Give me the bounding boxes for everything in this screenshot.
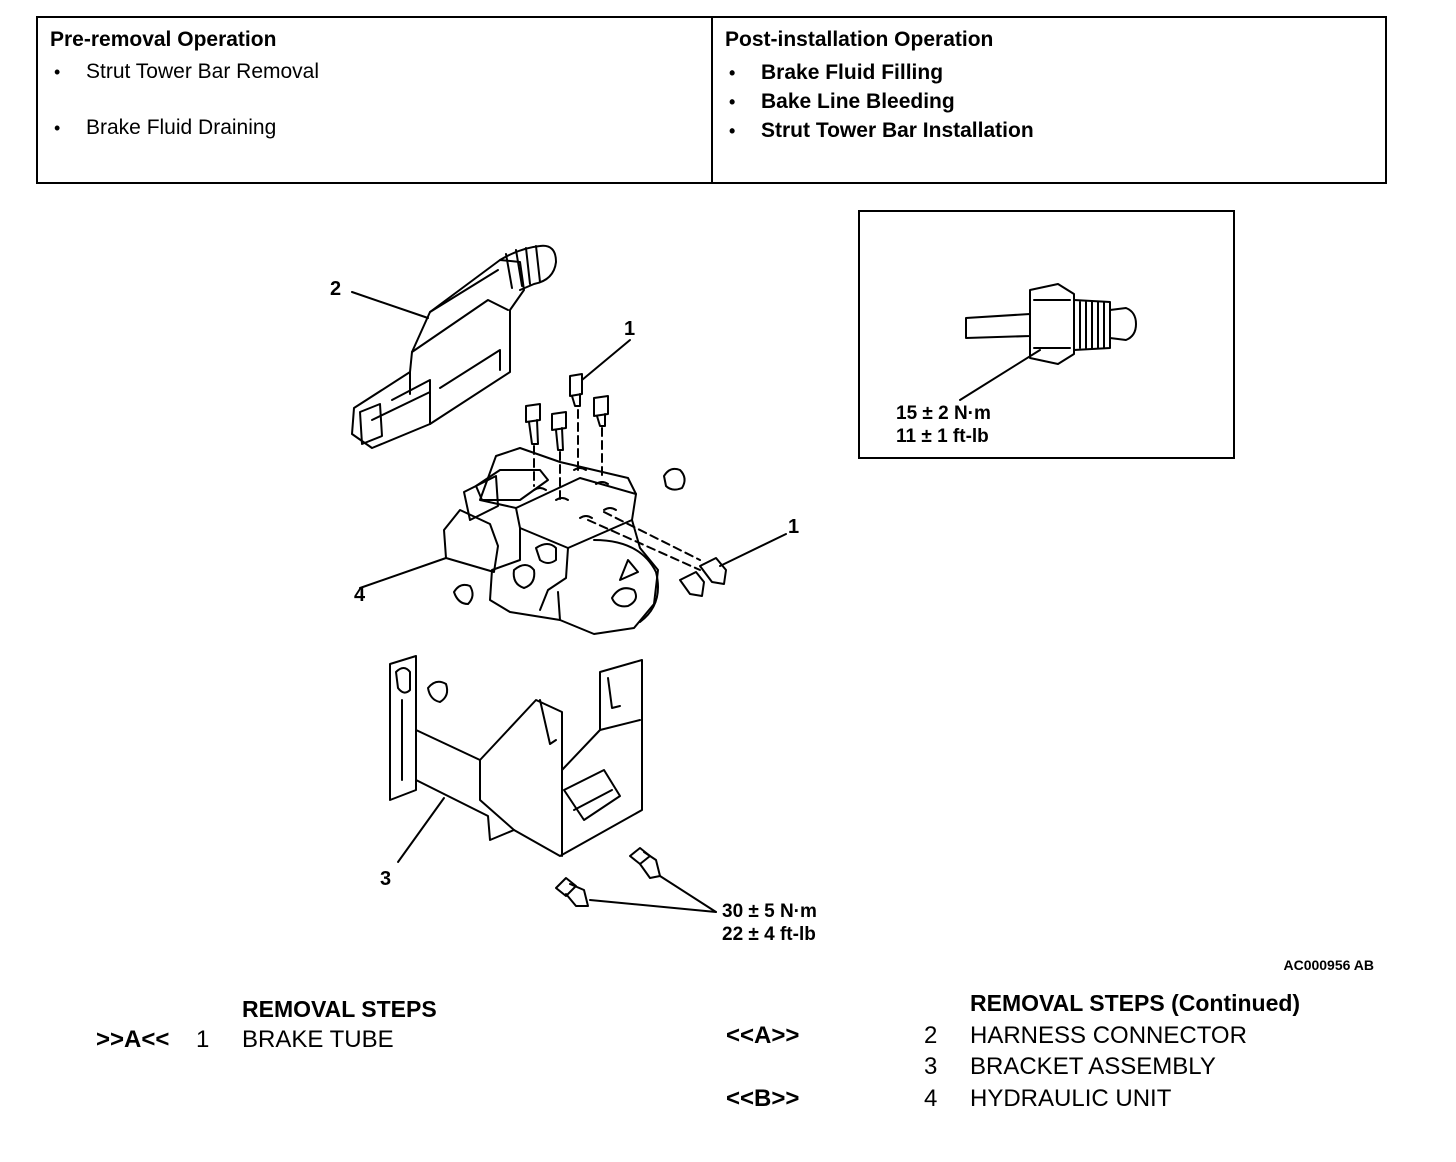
pre-removal-column: Pre-removal Operation •Strut Tower Bar R… bbox=[38, 18, 713, 182]
pre-removal-title: Pre-removal Operation bbox=[50, 28, 277, 51]
step-reference: >>A<< bbox=[96, 1026, 170, 1053]
step-name: HARNESS CONNECTOR bbox=[970, 1022, 1247, 1049]
hydraulic-unit-illustration bbox=[443, 447, 686, 635]
post-installation-item: •Brake Fluid Filling bbox=[729, 61, 944, 84]
post-installation-title: Post-installation Operation bbox=[725, 28, 994, 51]
flare-nut-torque-label: 15 ± 2 N·m 11 ± 1 ft-lb bbox=[896, 403, 991, 447]
callout-3: 3 bbox=[380, 868, 392, 890]
callout-4: 4 bbox=[354, 584, 366, 606]
removal-step-row: 3 BRACKET ASSEMBLY bbox=[700, 1053, 1456, 1083]
flare-nut-detail-box bbox=[858, 210, 1235, 459]
bracket-assembly-illustration bbox=[389, 655, 643, 857]
step-reference: <<B>> bbox=[726, 1085, 800, 1112]
removal-step-row: <<A>> 2 HARNESS CONNECTOR bbox=[700, 1022, 1456, 1052]
harness-connector-illustration bbox=[351, 244, 557, 449]
brake-tube-fittings-illustration bbox=[525, 373, 609, 451]
post-installation-column: Post-installation Operation •Brake Fluid… bbox=[713, 18, 1385, 182]
step-number: 2 bbox=[924, 1022, 938, 1049]
operations-table: Pre-removal Operation •Strut Tower Bar R… bbox=[36, 16, 1387, 184]
bullet-icon: • bbox=[54, 118, 61, 138]
post-installation-item: •Strut Tower Bar Installation bbox=[729, 119, 1034, 142]
pre-removal-item: •Strut Tower Bar Removal bbox=[54, 60, 320, 83]
bracket-bolts-illustration bbox=[555, 847, 661, 907]
step-number: 4 bbox=[924, 1085, 938, 1112]
side-brake-tube-fittings-illustration bbox=[679, 557, 727, 597]
bullet-icon: • bbox=[729, 63, 736, 83]
pre-removal-item: •Brake Fluid Draining bbox=[54, 116, 277, 139]
step-number: 3 bbox=[924, 1053, 938, 1080]
removal-step-row: >>A<< 1 BRAKE TUBE bbox=[0, 1026, 700, 1056]
post-installation-item: •Bake Line Bleeding bbox=[729, 90, 955, 113]
callout-2: 2 bbox=[330, 278, 342, 300]
bracket-bolt-torque-label: 30 ± 5 N·m 22 ± 4 ft-lb bbox=[722, 901, 817, 945]
step-reference: <<A>> bbox=[726, 1022, 800, 1049]
callout-1-top: 1 bbox=[624, 318, 636, 340]
figure-code: AC000956 AB bbox=[1283, 957, 1374, 973]
step-name: HYDRAULIC UNIT bbox=[970, 1085, 1172, 1112]
removal-step-row: <<B>> 4 HYDRAULIC UNIT bbox=[700, 1085, 1456, 1115]
callout-1-side: 1 bbox=[788, 516, 800, 538]
step-number: 1 bbox=[196, 1026, 210, 1053]
flare-nut-detail-illustration bbox=[959, 283, 1137, 401]
bullet-icon: • bbox=[729, 121, 736, 141]
bullet-icon: • bbox=[54, 62, 61, 82]
step-name: BRACKET ASSEMBLY bbox=[970, 1053, 1216, 1080]
bullet-icon: • bbox=[729, 92, 736, 112]
step-name: BRAKE TUBE bbox=[242, 1026, 394, 1053]
removal-steps-title: REMOVAL STEPS bbox=[242, 996, 437, 1022]
removal-steps-continued-title: REMOVAL STEPS (Continued) bbox=[970, 990, 1301, 1016]
